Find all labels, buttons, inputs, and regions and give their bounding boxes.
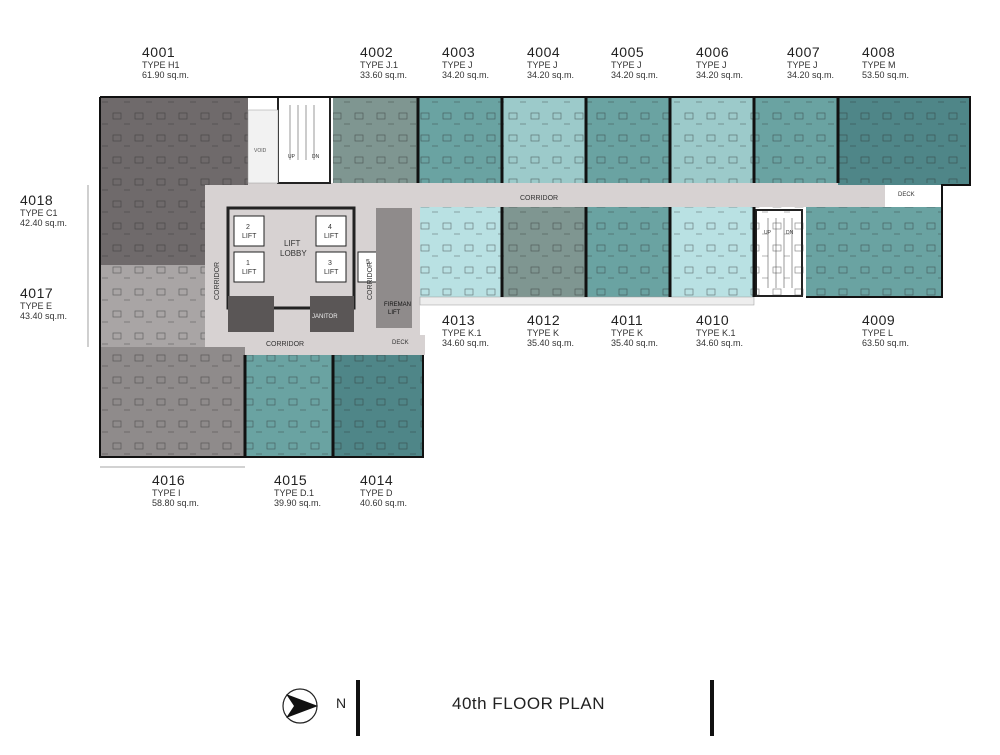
janitor-label: JANITOR	[312, 314, 338, 320]
lift-4	[315, 215, 347, 247]
lift-4-num: 4	[328, 224, 332, 231]
unit-label-4014: 4014 TYPE D 40.60 sq.m.	[360, 472, 408, 509]
deck-strip-south	[419, 296, 755, 306]
lift-lobby-block	[226, 206, 356, 310]
lift-lobby-label-1: LIFT	[284, 239, 301, 248]
lift-1	[233, 251, 265, 283]
unit-label-4001: 4001 TYPE H1 61.90 sq.m.	[142, 44, 190, 81]
unit-label-4005: 4005 TYPE J 34.20 sq.m.	[611, 44, 659, 81]
footer-divider-left	[356, 680, 360, 736]
lift-3	[315, 251, 347, 283]
fireman-lift-label-1: FIREMAN	[384, 302, 411, 308]
stair-up-label-north: UP	[288, 154, 296, 160]
service-room	[228, 296, 274, 332]
north-arrow-icon	[282, 688, 318, 724]
unit-label-4002: 4002 TYPE J.1 33.60 sq.m.	[360, 44, 408, 81]
stair-dn-label-east: DN	[786, 230, 794, 236]
unit-label-4016: 4016 TYPE I 58.80 sq.m.	[152, 472, 200, 509]
lift-lobby-label-2: LOBBY	[280, 249, 307, 258]
deck-label-east: DECK	[898, 192, 915, 198]
unit-label-4017: 4017 TYPE E 43.40 sq.m.	[20, 285, 68, 322]
corridor-lower	[205, 335, 425, 355]
lift-2	[233, 215, 265, 247]
unit-label-4006: 4006 TYPE J 34.20 sq.m.	[696, 44, 744, 81]
lift-5-num: 5	[366, 259, 370, 266]
corridor-label-east: CORRIDOR	[520, 195, 558, 202]
compass-label: N	[336, 695, 347, 711]
lift-2-num: 2	[246, 224, 250, 231]
unit-label-4013: 4013 TYPE K.1 34.60 sq.m.	[442, 312, 490, 349]
unit-label-4011: 4011 TYPE K 35.40 sq.m.	[611, 312, 659, 349]
unit-label-4007: 4007 TYPE J 34.20 sq.m.	[787, 44, 835, 81]
corridor-label-west: CORRIDOR	[214, 262, 221, 300]
fireman-room	[376, 208, 412, 328]
unit-label-4015: 4015 TYPE D.1 39.90 sq.m.	[274, 472, 322, 509]
footer-divider-right	[710, 680, 714, 736]
corridor-label-south: CORRIDOR	[266, 341, 304, 348]
unit-label-4018: 4018 TYPE C1 42.40 sq.m.	[20, 192, 68, 229]
lift-3-word: LIFT	[324, 269, 339, 276]
unit-label-4010: 4010 TYPE K.1 34.60 sq.m.	[696, 312, 744, 349]
stair-north	[277, 96, 331, 184]
lift-3-num: 3	[328, 260, 332, 267]
fireman-lift-label-2: LIFT	[388, 310, 401, 316]
deck-label-core: DECK	[392, 340, 409, 346]
plan-title: 40th FLOOR PLAN	[452, 694, 606, 713]
lift-1-word: LIFT	[242, 269, 257, 276]
unit-label-4009: 4009 TYPE L 63.50 sq.m.	[862, 312, 910, 349]
void-area	[247, 109, 279, 184]
lift-2-word: LIFT	[242, 233, 257, 240]
unit-label-4012: 4012 TYPE K 35.40 sq.m.	[527, 312, 575, 349]
unit-label-4008: 4008 TYPE M 53.50 sq.m.	[862, 44, 910, 81]
stair-dn-label-north: DN	[312, 154, 320, 160]
unit-label-4004: 4004 TYPE J 34.20 sq.m.	[527, 44, 575, 81]
corridor-label-fireman: CORRIDOR	[367, 262, 374, 300]
stair-up-label-east: UP	[764, 230, 772, 236]
lift-4-word: LIFT	[324, 233, 339, 240]
void-label: VOID	[254, 148, 267, 154]
lift-1-num: 1	[246, 260, 250, 267]
janitor-room	[310, 296, 354, 332]
unit-label-4003: 4003 TYPE J 34.20 sq.m.	[442, 44, 490, 81]
